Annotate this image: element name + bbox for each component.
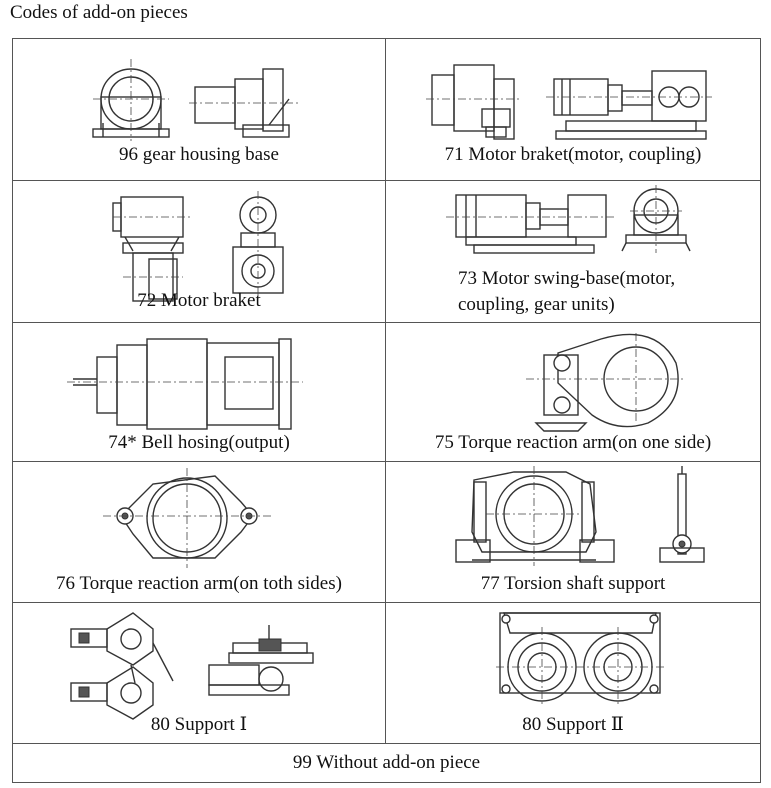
cell-76: 76 Torque reaction arm(on toth sides) [12, 461, 386, 603]
table-row: 96 gear housing base [12, 38, 761, 181]
table-row: 76 Torque reaction arm(on toth sides) [12, 461, 761, 603]
cell-74: 74* Bell hosing(output) [12, 322, 386, 462]
caption-74: 74* Bell hosing(output) [108, 432, 290, 453]
add-on-codes-table: 96 gear housing base [12, 38, 761, 783]
table-row: 72 Motor braket [12, 180, 761, 323]
table-row: 74* Bell hosing(output) 75 Torque reacti… [12, 322, 761, 462]
cell-99: 99 Without add-on piece [12, 743, 761, 783]
caption-76: 76 Torque reaction arm(on toth sides) [56, 573, 342, 594]
caption-80-ii: 80 Support Ⅱ [522, 714, 624, 735]
caption-75: 75 Torque reaction arm(on one side) [434, 432, 712, 453]
caption-73-line1: 73 Motor swing-base(motor, [458, 268, 676, 289]
torque-arm-both-sides-drawing [103, 468, 271, 568]
page-title: Codes of add-on pieces [10, 2, 188, 23]
table-row: 80 Support Ⅰ 80 Su [12, 602, 761, 744]
gear-housing-base-drawing [92, 59, 299, 141]
torque-arm-one-side-drawing [526, 333, 686, 432]
caption-80-i: 80 Support Ⅰ [150, 714, 248, 735]
cell-77: 77 Torsion shaft support [385, 461, 761, 603]
caption-71: 71 Motor braket(motor, coupling) [444, 144, 702, 165]
cell-96: 96 gear housing base [12, 38, 386, 181]
caption-99: 99 Without add-on piece [292, 752, 481, 773]
bell-housing-drawing [67, 338, 303, 430]
cell-72: 72 Motor braket [12, 180, 386, 323]
motor-braket-drawing [112, 191, 284, 302]
cell-71: 71 Motor braket(motor, coupling) [385, 38, 761, 181]
caption-96: 96 gear housing base [119, 144, 279, 165]
motor-swing-base-drawing [446, 185, 691, 254]
cell-75: 75 Torque reaction arm(on one side) [385, 322, 761, 462]
caption-73-line2: coupling, gear units) [458, 294, 615, 315]
cell-80-2: 80 Support Ⅱ [385, 602, 761, 744]
table-row: 99 Without add-on piece [12, 743, 761, 783]
support-i-drawing [70, 612, 314, 720]
caption-77: 77 Torsion shaft support [480, 573, 666, 594]
cell-80-1: 80 Support Ⅰ [12, 602, 386, 744]
caption-72: 72 Motor braket [137, 290, 261, 311]
torsion-shaft-support-drawing [455, 466, 705, 566]
support-ii-drawing [496, 612, 666, 707]
motor-braket-coupling-drawing [426, 64, 712, 140]
cell-73: 73 Motor swing-base(motor, coupling, gea… [385, 180, 761, 323]
